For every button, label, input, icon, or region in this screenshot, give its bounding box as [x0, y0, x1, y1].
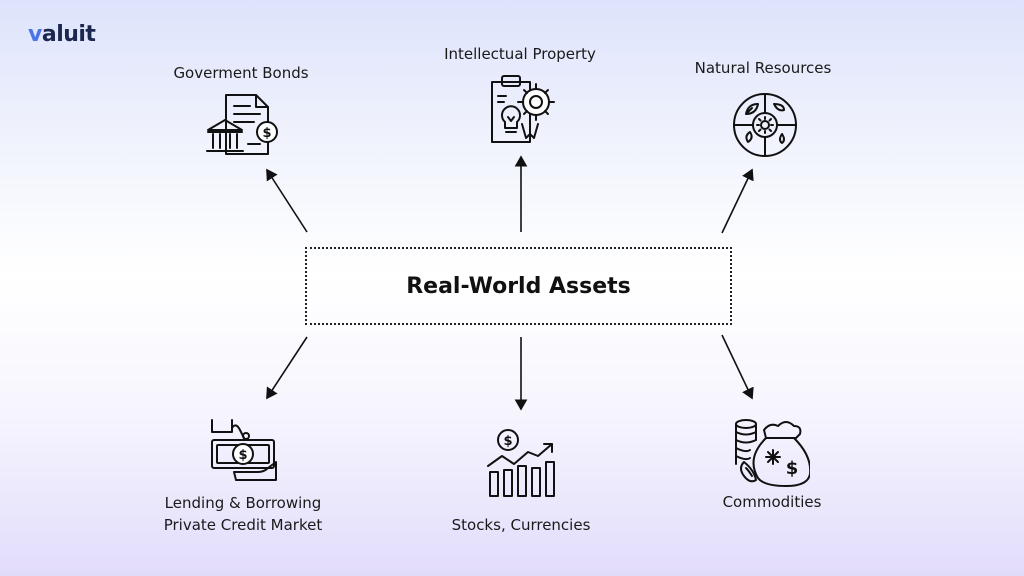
- nature-wheel-icon: [733, 93, 797, 157]
- svg-text:$: $: [238, 448, 247, 463]
- dollar-bar-chart-icon: $: [487, 429, 555, 497]
- real-world-assets-box: Real-World Assets: [305, 247, 732, 325]
- arrow-to-gov-bonds: [266, 168, 308, 233]
- label-intellectual-property: Intellectual Property: [444, 45, 596, 63]
- document-bank-dollar-icon: $: [206, 94, 278, 155]
- label-lending-line1: Lending & Borrowing: [164, 494, 322, 512]
- label-goverment-bonds: Goverment Bonds: [173, 64, 309, 82]
- hand-cash-icon: $: [211, 419, 277, 481]
- clipboard-lightbulb-gear-icon: [491, 75, 555, 143]
- label-natural-resources: Natural Resources: [694, 59, 832, 77]
- valuit-logo: valuit: [28, 22, 96, 47]
- arrow-to-commodities: [721, 334, 754, 400]
- center-title: Real-World Assets: [406, 273, 631, 299]
- svg-text:$: $: [503, 434, 512, 449]
- arrow-to-lending: [266, 336, 308, 400]
- svg-text:$: $: [786, 458, 799, 479]
- label-stocks-currencies: Stocks, Currencies: [451, 516, 591, 534]
- label-commodities: Commodities: [722, 493, 822, 511]
- sack-coins-icon: $: [735, 419, 810, 487]
- label-lending-line2: Private Credit Market: [163, 516, 323, 534]
- svg-text:$: $: [262, 126, 271, 141]
- arrow-to-natural: [721, 168, 754, 234]
